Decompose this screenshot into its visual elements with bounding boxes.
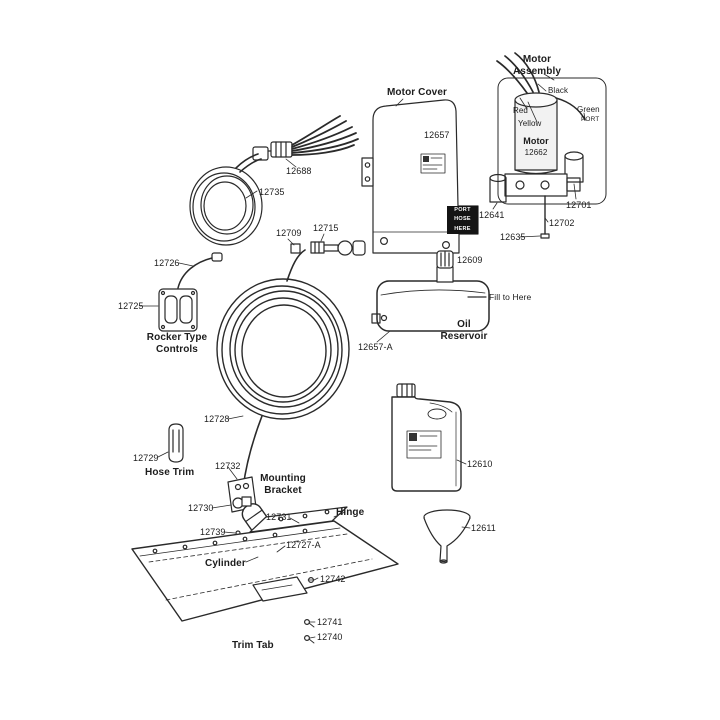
wire-coil-12735: [189, 153, 263, 246]
connector-12688: [252, 115, 359, 161]
rocker-control-panel: [158, 252, 223, 332]
mount-screws: [304, 576, 315, 644]
hose-coil-12728: [216, 249, 350, 503]
hose-fittings-12709-12715: [290, 240, 366, 256]
hose-trim-12729: [168, 423, 184, 463]
motor-cover-12657: [361, 99, 479, 254]
oil-bottle-12610: [391, 383, 462, 492]
funnel-12611: [423, 509, 471, 564]
leader-lines: [139, 73, 586, 639]
motor-assembly: [489, 52, 607, 239]
trim-tab-plate: [131, 506, 399, 622]
oil-reservoir-12657a: [371, 250, 490, 332]
